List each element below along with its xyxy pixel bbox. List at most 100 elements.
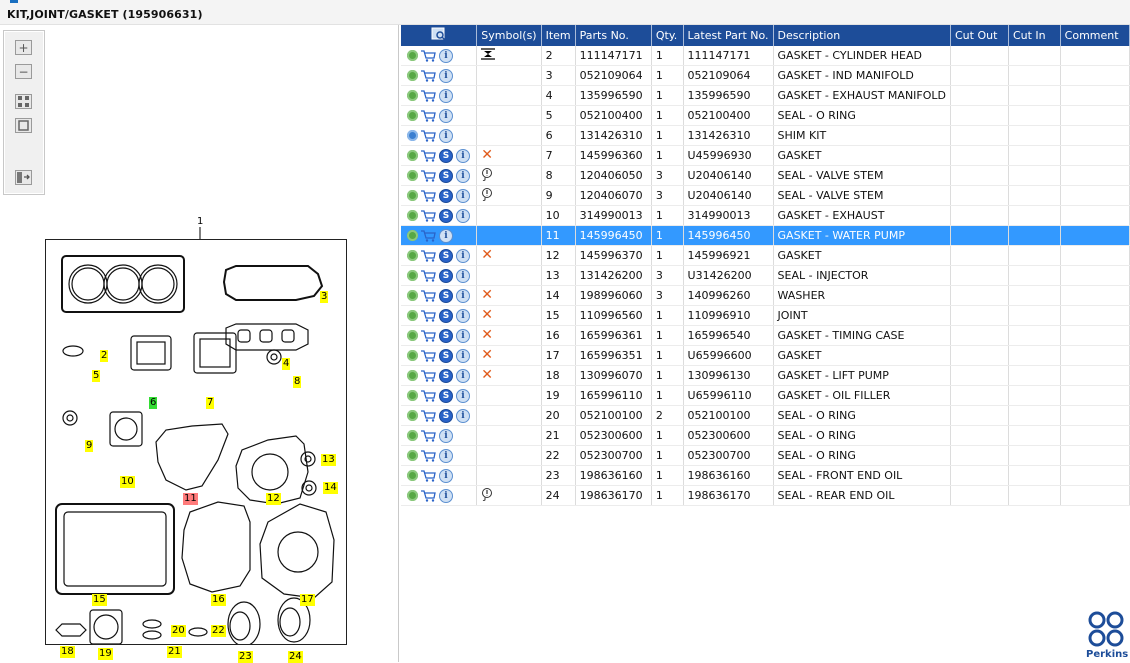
info-icon[interactable]: i <box>439 468 453 483</box>
info-icon[interactable]: i <box>456 168 470 183</box>
cart-icon[interactable] <box>421 130 436 142</box>
cart-icon[interactable] <box>421 190 436 202</box>
cart-icon[interactable] <box>421 290 436 302</box>
part-icon[interactable] <box>407 190 418 201</box>
info-icon[interactable]: i <box>439 68 453 83</box>
info-icon[interactable]: i <box>456 288 470 303</box>
part-icon[interactable] <box>407 290 418 301</box>
info-icon[interactable]: i <box>439 228 453 243</box>
cart-icon[interactable] <box>421 330 436 342</box>
service-icon[interactable]: S <box>439 328 453 343</box>
cart-icon[interactable] <box>421 410 436 422</box>
cart-icon[interactable] <box>421 150 436 162</box>
service-icon[interactable]: S <box>439 188 453 203</box>
cart-icon[interactable] <box>421 110 436 122</box>
part-icon[interactable] <box>407 110 418 121</box>
cart-icon[interactable] <box>421 430 436 442</box>
column-latest-part-no[interactable]: Latest Part No. <box>683 25 774 46</box>
part-icon[interactable] <box>407 270 418 281</box>
cart-icon[interactable] <box>421 50 436 62</box>
info-icon[interactable]: i <box>439 448 453 463</box>
callout-22[interactable]: 22 <box>211 625 226 637</box>
cart-icon[interactable] <box>421 170 436 182</box>
cart-icon[interactable] <box>421 490 436 502</box>
exploded-diagram[interactable]: 2 3 4 5 6 7 8 9 10 11 12 13 14 15 16 17 … <box>45 239 347 663</box>
callout-3[interactable]: 3 <box>320 291 329 303</box>
column-cut-in[interactable]: Cut In <box>1008 25 1061 46</box>
callout-2[interactable]: 2 <box>100 350 109 362</box>
column-qty[interactable]: Qty. <box>651 25 684 46</box>
callout-14[interactable]: 14 <box>323 482 338 494</box>
callout-4[interactable]: 4 <box>282 358 291 370</box>
info-icon[interactable]: i <box>439 128 453 143</box>
part-icon[interactable] <box>407 150 418 161</box>
cart-icon[interactable] <box>421 70 436 82</box>
part-icon[interactable] <box>407 450 418 461</box>
callout-20[interactable]: 20 <box>171 625 186 637</box>
callout-24[interactable]: 24 <box>288 651 303 663</box>
service-icon[interactable]: S <box>439 288 453 303</box>
part-icon[interactable] <box>407 310 418 321</box>
info-icon[interactable]: i <box>439 488 453 503</box>
callout-13[interactable]: 13 <box>321 454 336 466</box>
layout-button[interactable] <box>15 170 32 185</box>
service-icon[interactable]: S <box>439 168 453 183</box>
info-icon[interactable]: i <box>456 268 470 283</box>
kit-icon[interactable] <box>407 130 418 141</box>
column-cut-out[interactable]: Cut Out <box>950 25 1009 46</box>
callout-15[interactable]: 15 <box>92 594 107 606</box>
note-icon[interactable] <box>481 187 493 201</box>
column-description[interactable]: Description <box>773 25 952 46</box>
part-icon[interactable] <box>407 70 418 81</box>
part-icon[interactable] <box>407 430 418 441</box>
cart-icon[interactable] <box>421 370 436 382</box>
service-icon[interactable]: S <box>439 248 453 263</box>
info-icon[interactable]: i <box>439 108 453 123</box>
callout-8[interactable]: 8 <box>293 376 302 388</box>
info-icon[interactable]: i <box>439 48 453 63</box>
info-icon[interactable]: i <box>456 408 470 423</box>
info-icon[interactable]: i <box>456 348 470 363</box>
info-icon[interactable]: i <box>439 428 453 443</box>
callout-17[interactable]: 17 <box>300 594 315 606</box>
cart-icon[interactable] <box>421 210 436 222</box>
cart-icon[interactable] <box>421 230 436 242</box>
callout-12[interactable]: 12 <box>266 493 281 505</box>
callout-19[interactable]: 19 <box>98 648 113 660</box>
actual-size-button[interactable] <box>15 118 32 133</box>
zoom-out-button[interactable]: − <box>15 64 32 79</box>
cart-icon[interactable] <box>421 470 436 482</box>
zoom-in-button[interactable]: + <box>15 40 32 55</box>
note-icon[interactable] <box>481 487 493 501</box>
info-icon[interactable]: i <box>456 308 470 323</box>
callout-23[interactable]: 23 <box>238 651 253 663</box>
info-icon[interactable]: i <box>456 328 470 343</box>
part-icon[interactable] <box>407 50 418 61</box>
service-icon[interactable]: S <box>439 268 453 283</box>
part-icon[interactable] <box>407 470 418 481</box>
part-icon[interactable] <box>407 90 418 101</box>
service-icon[interactable]: S <box>439 388 453 403</box>
service-icon[interactable]: S <box>439 408 453 423</box>
cart-icon[interactable] <box>421 310 436 322</box>
service-icon[interactable]: S <box>439 148 453 163</box>
part-icon[interactable] <box>407 250 418 261</box>
